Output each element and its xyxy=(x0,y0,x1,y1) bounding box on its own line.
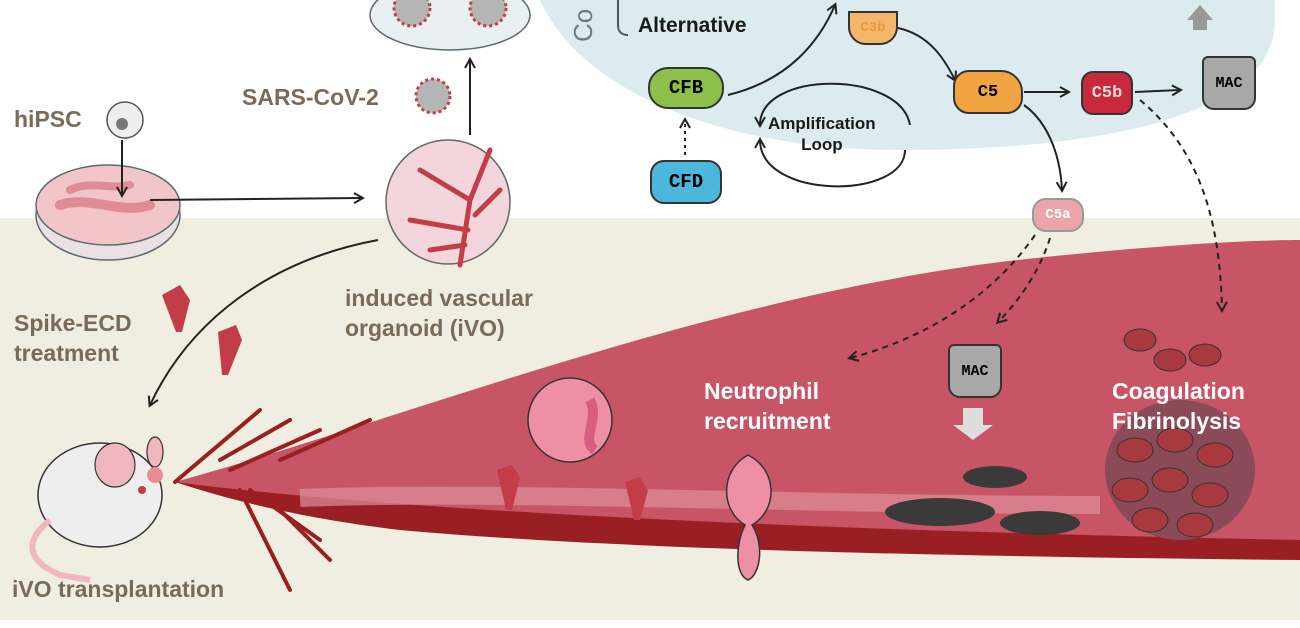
up-arrow-icon xyxy=(1187,5,1213,30)
sars-cov-2-label: SARS-CoV-2 xyxy=(242,84,379,110)
flow-arrows xyxy=(122,5,1222,405)
ivo-label: induced vascular organoid (iVO) xyxy=(345,283,533,343)
c3b-node: C3b xyxy=(848,11,898,45)
mouse-icon xyxy=(29,436,164,583)
neutrophil-label: Neutrophil recruitment xyxy=(704,376,831,436)
pathway-partial-label: Co xyxy=(568,8,598,42)
alternative-label: Alternative xyxy=(638,14,747,37)
organoid-icon xyxy=(385,139,511,268)
neutrophil-icon xyxy=(527,377,772,581)
spike-protein-icon xyxy=(162,285,648,520)
cfd-node: CFD xyxy=(650,160,722,204)
neutro-line2: recruitment xyxy=(704,408,831,434)
amp-line1: Amplification xyxy=(768,114,876,133)
hipsc-label: hiPSC xyxy=(14,106,82,132)
coagulation-label: Coagulation Fibrinolysis xyxy=(1112,376,1245,436)
amplification-loop-label: Amplification Loop xyxy=(768,113,876,155)
cfb-node: CFB xyxy=(648,67,724,109)
mac-node: MAC xyxy=(1202,56,1256,110)
amp-line2: Loop xyxy=(801,135,843,154)
ivo-label-line1: induced vascular xyxy=(345,285,533,311)
virus-icon xyxy=(414,77,452,115)
mac-vessel-node: MAC xyxy=(948,344,1002,398)
infected-dish-icon xyxy=(369,0,531,51)
neutro-line1: Neutrophil xyxy=(704,378,819,404)
down-arrow-icon xyxy=(953,408,993,440)
c5-node: C5 xyxy=(953,70,1023,114)
spike-ecd-label: Spike-ECD treatment xyxy=(14,308,132,368)
spike-label-line2: treatment xyxy=(14,340,119,366)
coag-line2: Fibrinolysis xyxy=(1112,408,1242,434)
c5a-node: C5a xyxy=(1032,198,1084,232)
petri-dish-icon xyxy=(35,164,181,261)
c5b-node: C5b xyxy=(1081,71,1133,115)
bottom-border xyxy=(0,620,1300,628)
ivo-label-line2: organoid (iVO) xyxy=(345,315,505,341)
hipsc-cell-icon xyxy=(106,101,144,139)
coag-line1: Coagulation xyxy=(1112,378,1245,404)
damaged-endothelial-cells xyxy=(885,466,1080,535)
blood-clot-icon xyxy=(1105,328,1255,540)
spike-label-line1: Spike-ECD xyxy=(14,310,132,336)
transplant-label: iVO transplantation xyxy=(12,576,225,602)
vessel-branches xyxy=(173,408,372,592)
bracket-line xyxy=(617,0,629,36)
